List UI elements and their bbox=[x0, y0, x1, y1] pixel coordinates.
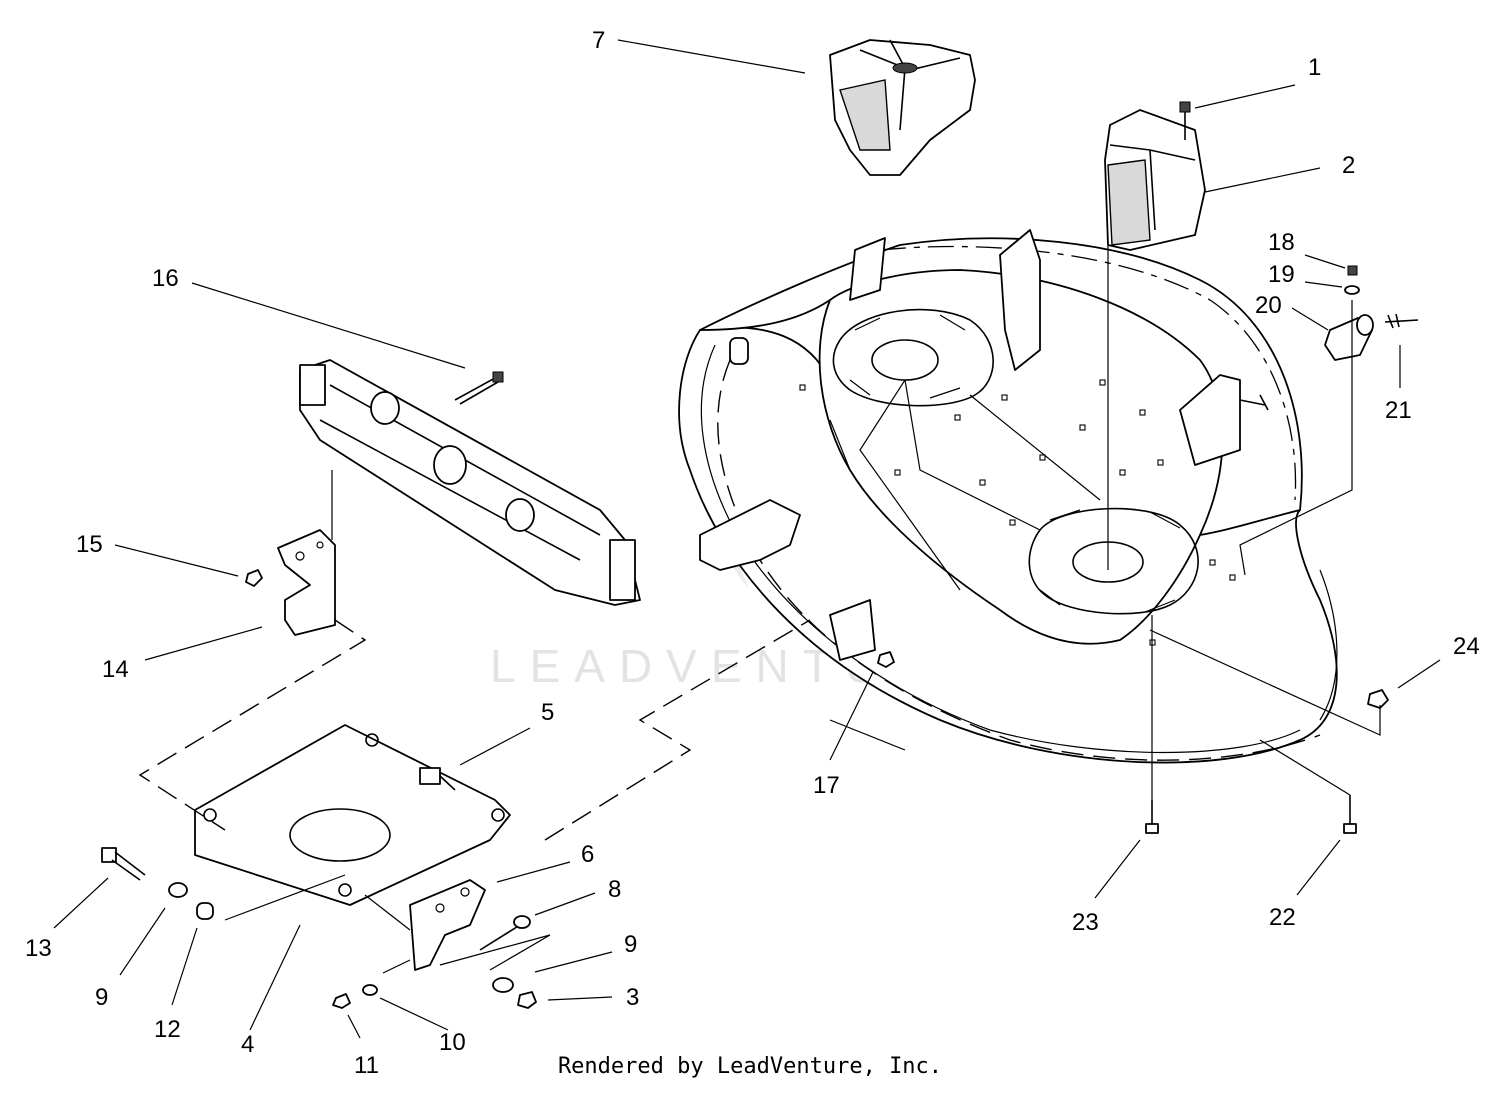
part-2-discharge-cover bbox=[1104, 109, 1206, 251]
part-15-nut bbox=[245, 569, 263, 587]
hardware-parts bbox=[101, 101, 1419, 1009]
callout-19: 19 bbox=[1268, 261, 1295, 288]
deck-holes bbox=[799, 379, 1236, 646]
part-4-pivot-plate bbox=[194, 724, 511, 906]
part-22-bolt bbox=[1343, 795, 1357, 834]
callout-11: 11 bbox=[354, 1052, 379, 1079]
part-16-bolt bbox=[454, 371, 504, 405]
callout-6: 6 bbox=[581, 841, 594, 868]
callout-8: 8 bbox=[608, 876, 621, 903]
part-21-fitting bbox=[1384, 313, 1419, 329]
part-3-nut bbox=[517, 991, 537, 1009]
part-6-link-bracket bbox=[409, 879, 486, 971]
part-17-nut bbox=[877, 651, 895, 668]
part-13-bolt bbox=[101, 847, 146, 881]
callout-23: 23 bbox=[1072, 909, 1099, 936]
leader-lines bbox=[53, 39, 1441, 1039]
callout-16: 16 bbox=[152, 265, 179, 292]
part-19-washer bbox=[1344, 285, 1360, 295]
assembly-guide-lines bbox=[138, 245, 1381, 974]
part-9-washer-second bbox=[492, 977, 514, 993]
callout-10: 10 bbox=[439, 1029, 466, 1056]
callout-12: 12 bbox=[154, 1016, 181, 1043]
part-11-nut bbox=[332, 993, 351, 1009]
callout-5: 5 bbox=[541, 699, 554, 726]
callout-20: 20 bbox=[1255, 292, 1282, 319]
mower-deck-housing bbox=[678, 229, 1338, 764]
callout-13: 13 bbox=[25, 935, 52, 962]
callout-9-left: 9 bbox=[95, 984, 108, 1011]
callout-15: 15 bbox=[76, 531, 103, 558]
callout-1: 1 bbox=[1308, 54, 1321, 81]
part-1-screw bbox=[1179, 101, 1191, 140]
part-7-discharge-cover bbox=[829, 39, 976, 176]
callout-24: 24 bbox=[1453, 633, 1480, 660]
callout-22: 22 bbox=[1269, 904, 1296, 931]
callout-2: 2 bbox=[1342, 152, 1355, 179]
part-5-shoulder-bolt bbox=[419, 767, 456, 791]
callout-18: 18 bbox=[1268, 229, 1295, 256]
callout-4: 4 bbox=[241, 1031, 254, 1058]
callout-numbers: 1 2 3 4 5 6 7 8 9 9 10 11 12 13 14 15 16… bbox=[25, 27, 1480, 1079]
callout-14: 14 bbox=[102, 656, 129, 683]
callout-3: 3 bbox=[626, 984, 639, 1011]
part-20-wash-port-fitting bbox=[1324, 314, 1374, 361]
callout-7: 7 bbox=[592, 27, 605, 54]
part-23-bolt bbox=[1145, 800, 1159, 834]
part-8-bolt bbox=[479, 915, 531, 951]
part-14-bracket bbox=[277, 529, 336, 636]
part-18-nut bbox=[1347, 265, 1358, 276]
part-16-deck-hanger-bracket bbox=[299, 359, 641, 606]
callout-17: 17 bbox=[813, 772, 840, 799]
part-12-spacer bbox=[196, 902, 214, 920]
part-10-washer bbox=[362, 984, 378, 996]
part-9-washer bbox=[168, 882, 188, 898]
part-24-nut bbox=[1367, 689, 1389, 709]
callout-21: 21 bbox=[1385, 397, 1412, 424]
render-credit: Rendered by LeadVenture, Inc. bbox=[557, 1054, 943, 1079]
callout-9-right: 9 bbox=[624, 931, 637, 958]
